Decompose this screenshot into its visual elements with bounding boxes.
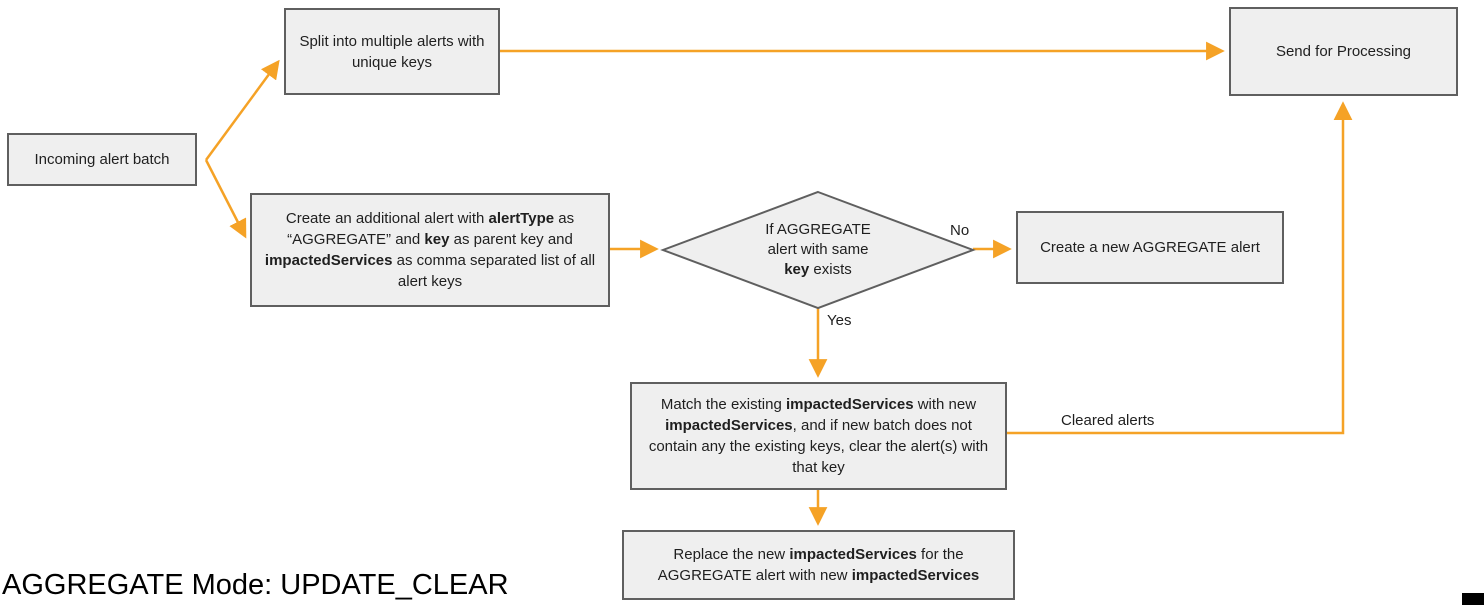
edge-label-cleared-alerts: Cleared alerts	[1061, 412, 1155, 429]
corner-black-rectangle	[1462, 593, 1484, 605]
node-create-new-aggregate-alert: Create a new AGGREGATE alert	[1016, 211, 1284, 284]
arrow-incoming-to-split	[204, 59, 280, 161]
node-label: Split into multiple alerts with unique k…	[299, 32, 485, 71]
node-label: Replace the new impactedServices for the…	[657, 546, 980, 584]
node-label: Create a new AGGREGATE alert	[1040, 239, 1260, 256]
edge-label-no: No	[950, 222, 970, 239]
node-incoming-alert-batch: Incoming alert batch	[7, 133, 197, 186]
node-match-impacted-services: Match the existing impactedServices with…	[630, 382, 1007, 490]
node-label: Send for Processing	[1275, 43, 1412, 60]
node-split-into-multiple-alerts: Split into multiple alerts with unique k…	[284, 8, 500, 95]
edge-label-yes: Yes	[827, 312, 852, 329]
arrow-match-cleared-to-send	[1007, 101, 1353, 435]
diagram-caption: AGGREGATE Mode: UPDATE_CLEAR	[2, 569, 509, 601]
node-label: Create an additional alert with alertTyp…	[264, 210, 596, 290]
node-send-for-processing: Send for Processing	[1229, 7, 1458, 96]
node-label: If AGGREGATE alert with same key exists	[765, 221, 871, 278]
decision-diamond-shape	[660, 190, 976, 310]
node-replace-impacted-services: Replace the new impactedServices for the…	[622, 530, 1015, 600]
arrow-incoming-to-create-additional	[204, 159, 247, 239]
node-label: Incoming alert batch	[34, 151, 170, 168]
node-label: Match the existing impactedServices with…	[648, 396, 989, 476]
node-decision-aggregate-key-exists: If AGGREGATE alert with same key exists	[753, 203, 883, 297]
node-create-additional-aggregate-alert: Create an additional alert with alertTyp…	[250, 193, 610, 307]
